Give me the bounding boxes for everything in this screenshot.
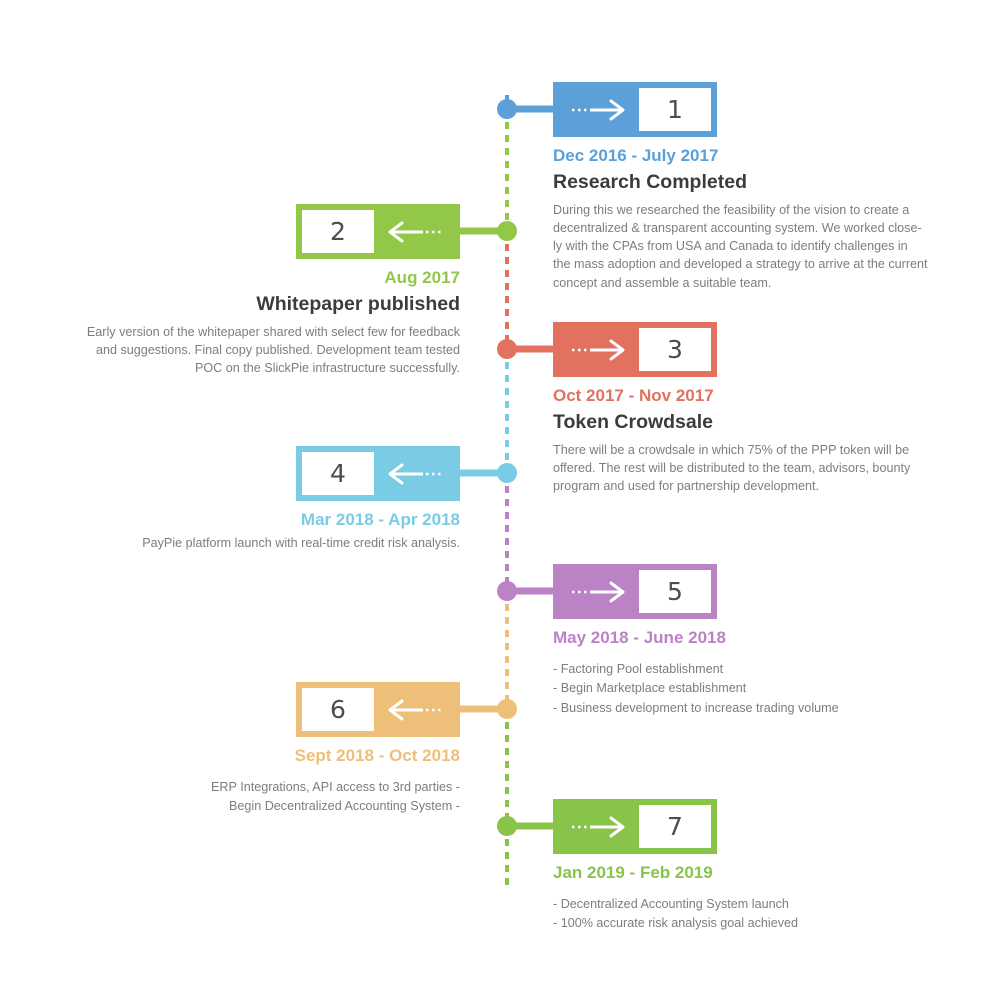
timeline-connector-2 — [460, 227, 507, 235]
milestone-body-2: Early version of the whitepaper shared w… — [86, 324, 460, 376]
milestone-bullet-list-5: - Factoring Pool establishment - Begin Ma… — [553, 660, 928, 717]
milestone-number-7: 7 — [639, 805, 711, 848]
milestone-body-1: During this we researched the feasibilit… — [553, 202, 928, 290]
milestone-body-4: PayPie platform launch with real-time cr… — [142, 536, 460, 551]
milestone-bullet-item: ERP Integrations, API access to 3rd part… — [211, 780, 460, 795]
arrow-left-dashed-icon — [374, 210, 454, 253]
milestone-block-1[interactable]: 1 — [553, 82, 717, 137]
timeline-node-dot-3[interactable] — [497, 339, 517, 359]
timeline-connector-5 — [507, 587, 553, 595]
milestone-bullet-item: - Factoring Pool establishment — [553, 662, 724, 677]
milestone-block-6[interactable]: 6 — [296, 682, 460, 737]
timeline-node-dot-6[interactable] — [497, 699, 517, 719]
milestone-number-4: 4 — [302, 452, 374, 495]
milestone-text-7: Jan 2019 - Feb 2019 - Decentralized Accou… — [553, 862, 928, 934]
timeline-connector-3 — [507, 345, 553, 353]
timeline-spine-segment — [505, 709, 509, 826]
milestone-block-4[interactable]: 4 — [296, 446, 460, 501]
timeline-spine-segment — [505, 591, 509, 715]
timeline-node-dot-5[interactable] — [497, 581, 517, 601]
milestone-date-2: Aug 2017 — [384, 268, 460, 287]
timeline-connector-1 — [507, 105, 553, 113]
milestone-date-7: Jan 2019 - Feb 2019 — [553, 863, 713, 882]
milestone-date-1: Dec 2016 - July 2017 — [553, 146, 719, 165]
milestone-date-5: May 2018 - June 2018 — [553, 628, 726, 647]
timeline-node-dot-1[interactable] — [497, 99, 517, 119]
milestone-bullet-item: - Business development to increase tradi… — [553, 700, 839, 715]
milestone-headline-1: Research Completed — [553, 171, 747, 194]
milestone-body-3: There will be a crowdsale in which 75% o… — [553, 442, 911, 494]
milestone-number-2: 2 — [302, 210, 374, 253]
arrow-right-dashed-icon — [559, 88, 639, 131]
milestone-number-6: 6 — [302, 688, 374, 731]
timeline-node-dot-7[interactable] — [497, 816, 517, 836]
timeline-spine-segment — [505, 109, 509, 233]
timeline-spine-segment — [505, 231, 509, 355]
milestone-bullet-list-7: - Decentralized Accounting System launch… — [553, 895, 928, 933]
arrow-right-dashed-icon — [559, 570, 639, 613]
timeline-connector-4 — [460, 469, 507, 477]
arrow-right-dashed-icon — [559, 328, 639, 371]
milestone-text-5: May 2018 - June 2018 - Factoring Pool est… — [553, 627, 928, 718]
timeline-spine-segment — [505, 349, 509, 473]
milestone-bullet-list-6: ERP Integrations, API access to 3rd part… — [85, 778, 460, 816]
timeline-connector-7 — [507, 822, 553, 830]
milestone-bullet-item: - 100% accurate risk analysis goal achie… — [553, 916, 799, 931]
timeline-spine-segment — [505, 473, 509, 597]
arrow-left-dashed-icon — [374, 688, 454, 731]
timeline-node-dot-2[interactable] — [497, 221, 517, 241]
milestone-bullet-item: Begin Decentralized Accounting System - — [228, 799, 460, 814]
milestone-bullet-item: - Decentralized Accounting System launch — [553, 897, 789, 912]
milestone-block-3[interactable]: 3 — [553, 322, 717, 377]
milestone-block-2[interactable]: 2 — [296, 204, 460, 259]
milestone-block-7[interactable]: 7 — [553, 799, 717, 854]
milestone-date-3: Oct 2017 - Nov 2017 — [553, 386, 714, 405]
milestone-number-3: 3 — [639, 328, 711, 371]
milestone-number-1: 1 — [639, 88, 711, 131]
milestone-headline-2: Whitepaper published — [256, 293, 460, 316]
milestone-bullet-item: - Begin Marketplace establishment — [553, 681, 747, 696]
milestone-block-5[interactable]: 5 — [553, 564, 717, 619]
arrow-right-dashed-icon — [559, 805, 639, 848]
milestone-date-6: Sept 2018 - Oct 2018 — [294, 746, 460, 765]
milestone-headline-3: Token Crowdsale — [553, 411, 714, 434]
timeline-connector-6 — [460, 705, 507, 713]
timeline-node-dot-4[interactable] — [497, 463, 517, 483]
arrow-left-dashed-icon — [374, 452, 454, 495]
milestone-number-5: 5 — [639, 570, 711, 613]
milestone-date-4: Mar 2018 - Apr 2018 — [300, 510, 460, 529]
